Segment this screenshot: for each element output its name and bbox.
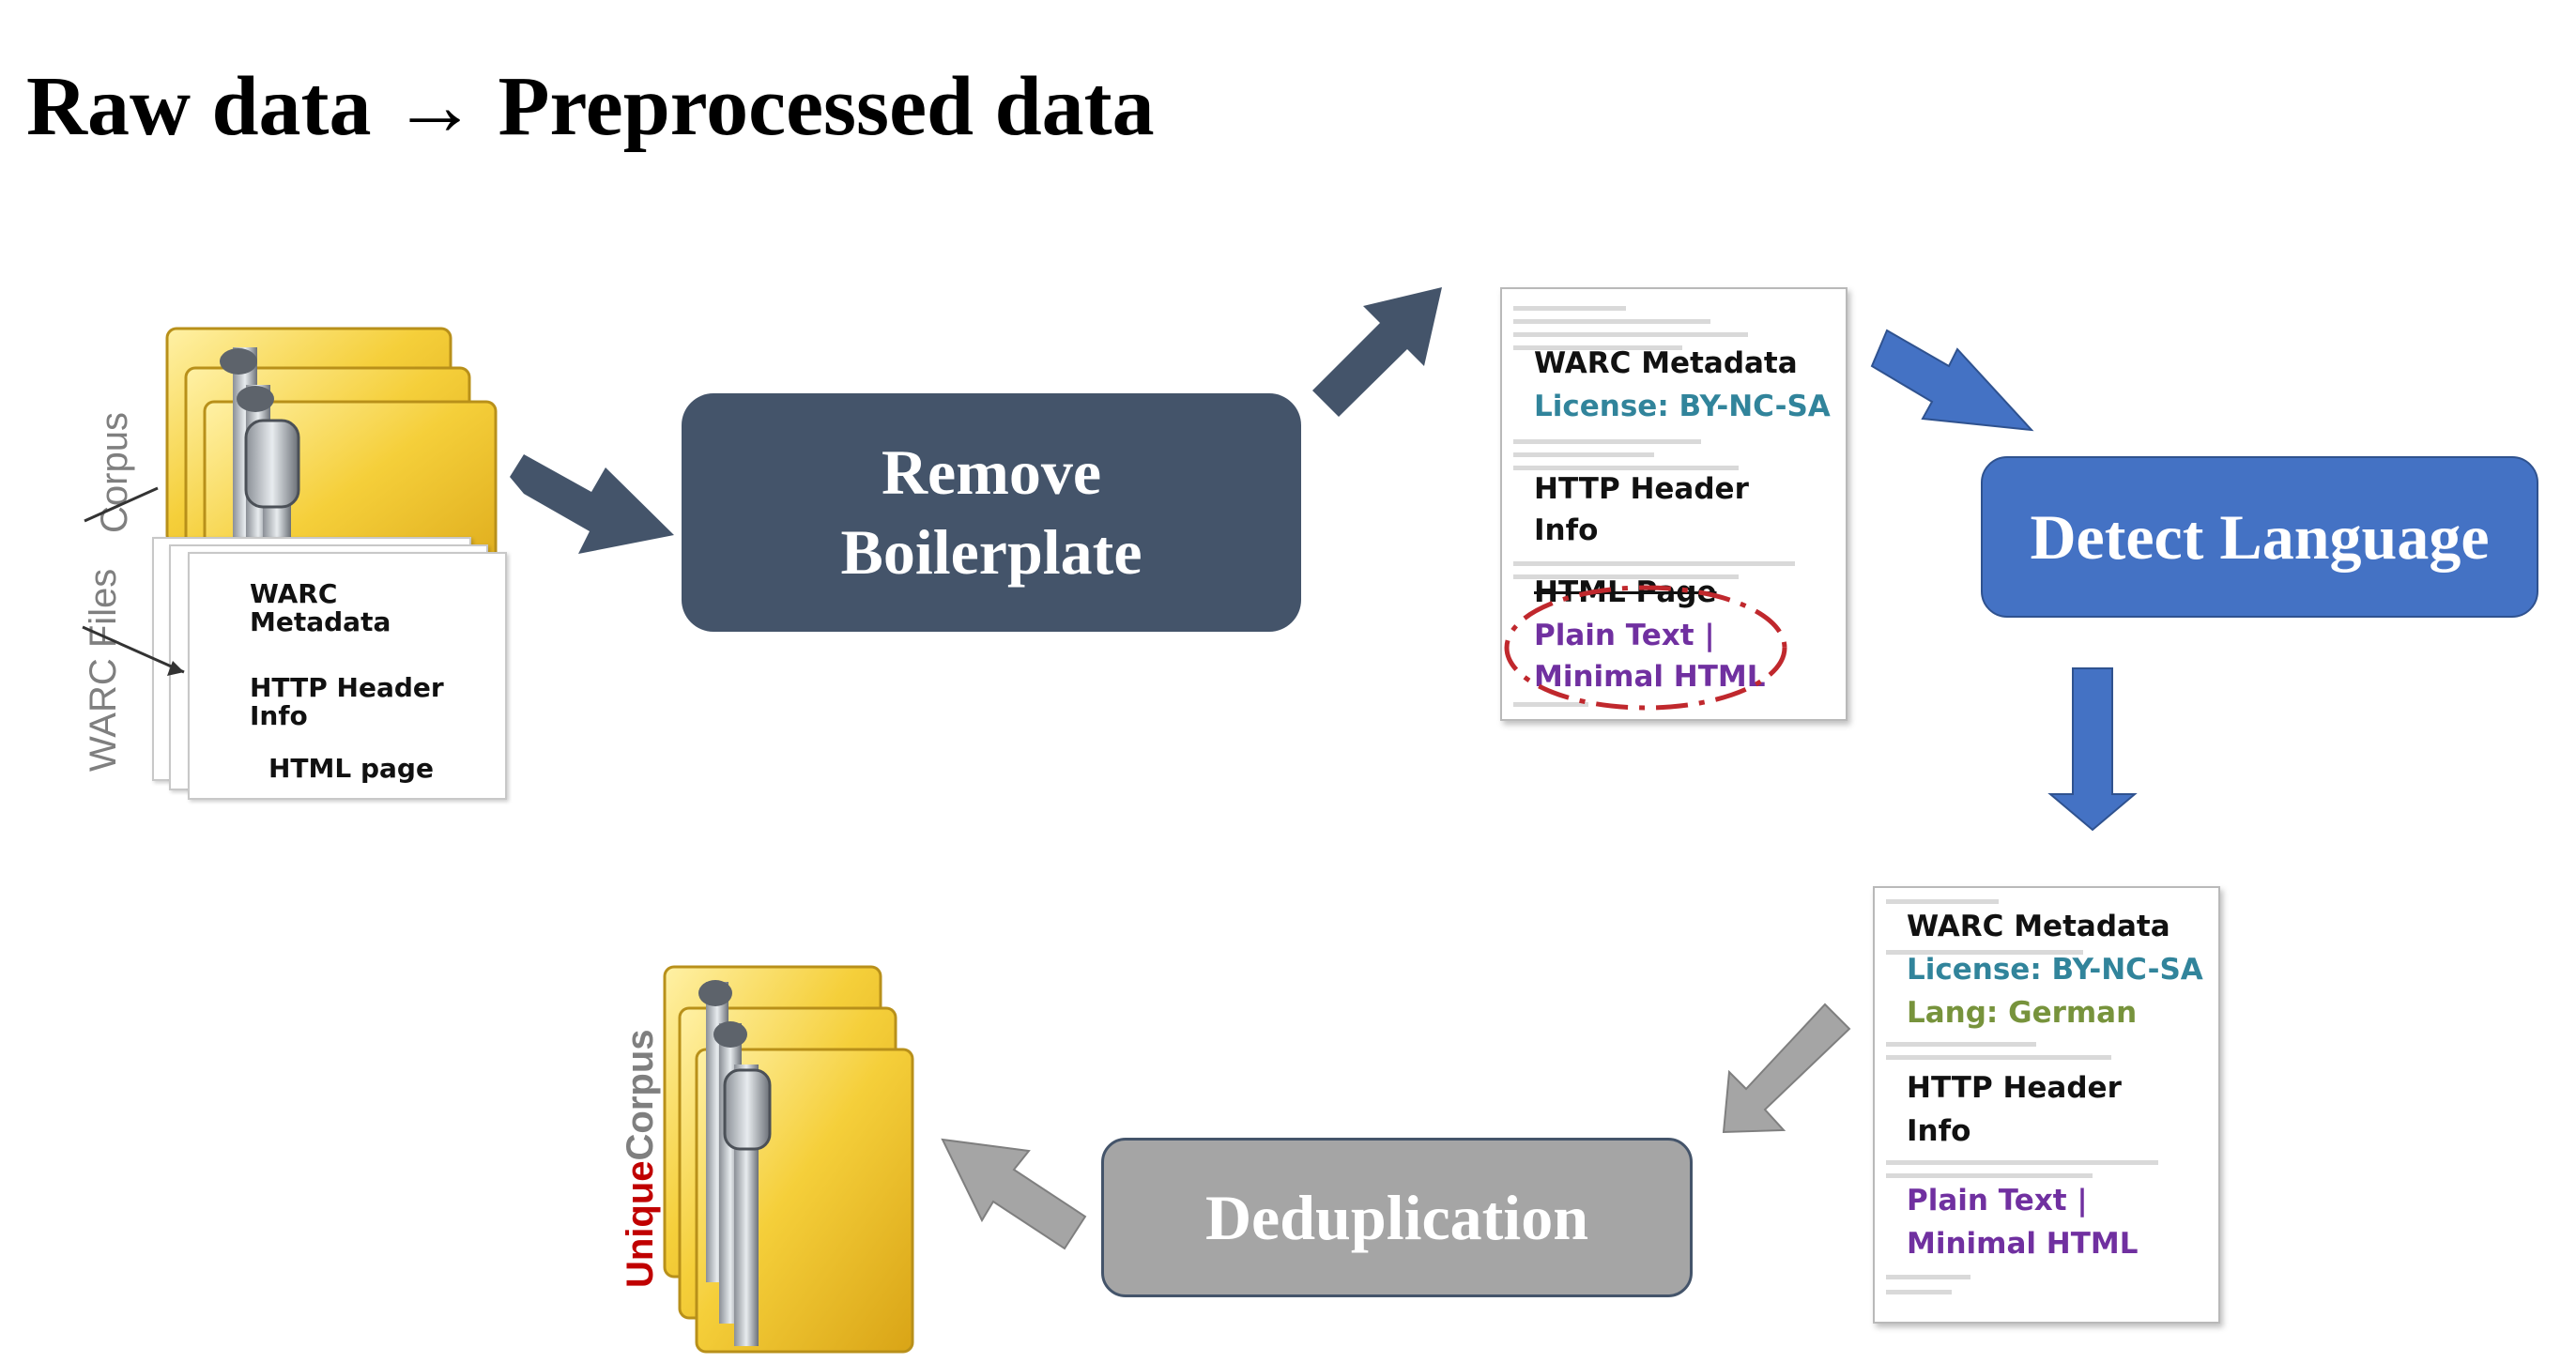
language-label: Lang: German: [1907, 996, 2138, 1030]
arrow-to-detect-language: [1870, 329, 2034, 432]
remove-boilerplate-label-line1: Remove: [881, 436, 1102, 508]
remove-boilerplate-label-line2: Boilerplate: [840, 516, 1142, 588]
minimal-html-label: Minimal HTML: [1534, 660, 1766, 694]
arrow-to-unique-corpus: [941, 1138, 1087, 1250]
warc-sheet-line: HTTP Header: [250, 672, 444, 703]
arrow-to-deduplication: [1722, 1003, 1851, 1134]
corpus-word: Corpus: [620, 1029, 661, 1161]
document-after-language: WARC Metadata License: BY-NC-SA Lang: Ge…: [1873, 886, 2220, 1324]
warc-sheet-line: WARC: [250, 578, 338, 609]
warc-metadata-label: WARC Metadata: [1534, 346, 1798, 380]
remove-boilerplate-step: Remove Boilerplate: [682, 393, 1301, 632]
plain-text-label: Plain Text |: [1907, 1184, 2088, 1218]
minimal-html-label: Minimal HTML: [1907, 1227, 2139, 1261]
arrow-to-doc-after-boilerplate: [1312, 287, 1442, 417]
http-header-label: HTTP Header: [1534, 472, 1749, 506]
detect-language-step: Detect Language: [1981, 456, 2538, 618]
plain-text-label: Plain Text |: [1534, 619, 1715, 652]
warc-sheet-line: Info: [250, 700, 308, 731]
deduplication-step: Deduplication: [1101, 1138, 1693, 1297]
license-label: License: BY-NC-SA: [1534, 390, 1831, 423]
info-label: Info: [1907, 1114, 1971, 1148]
license-label: License: BY-NC-SA: [1907, 953, 2203, 987]
warc-sheet-line: Metadata: [250, 606, 391, 637]
http-header-label: HTTP Header: [1907, 1071, 2122, 1105]
warc-sheet-line: HTML page: [268, 753, 434, 784]
page-title: Raw data → Preprocessed data: [26, 60, 1155, 153]
unique-corpus-label: UniqueCorpus: [620, 1029, 662, 1288]
warc-sheet-front: WARC Metadata HTTP Header Info HTML page: [188, 552, 507, 800]
info-label: Info: [1534, 513, 1599, 547]
document-after-boilerplate: WARC Metadata License: BY-NC-SA HTTP Hea…: [1500, 287, 1848, 721]
unique-word: Unique: [620, 1160, 661, 1288]
arrow-to-remove-boilerplate: [510, 454, 674, 554]
arrow-to-doc-after-language: [2047, 667, 2138, 832]
warc-metadata-label: WARC Metadata: [1907, 910, 2170, 943]
